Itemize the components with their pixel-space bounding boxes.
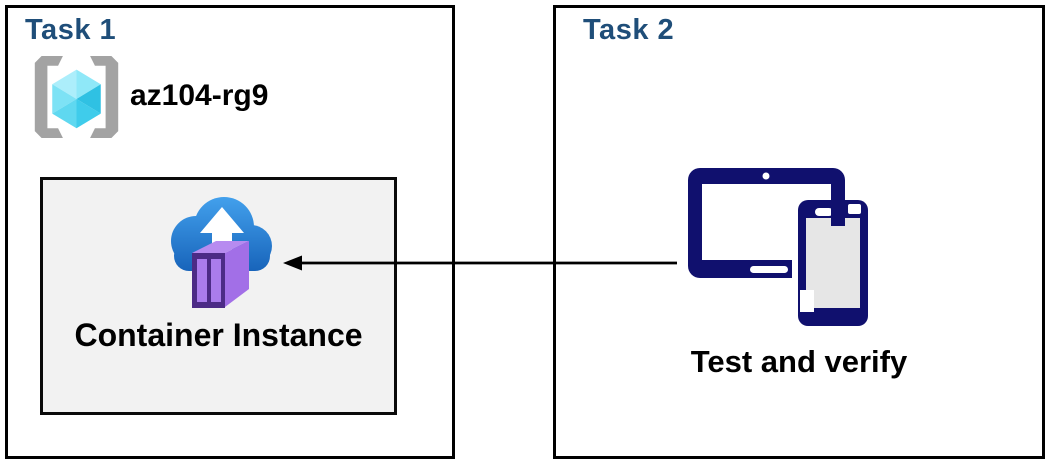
phone-shape xyxy=(792,194,874,332)
container-box-shape xyxy=(191,241,249,308)
upload-arrow xyxy=(199,207,244,257)
container-instance-icon xyxy=(170,197,272,308)
resource-group-icon xyxy=(34,56,119,138)
arrowhead-left xyxy=(283,255,302,271)
task1-box: Task 1 az104-rg9 xyxy=(5,5,455,459)
flow-arrow xyxy=(283,255,677,271)
devices-icon xyxy=(688,168,874,332)
task1-title: Task 1 xyxy=(25,14,117,46)
resource-group-name: az104-rg9 xyxy=(130,79,269,112)
task2-title: Task 2 xyxy=(583,14,675,46)
task2-box: Task 2 Test and verify xyxy=(553,5,1045,459)
container-instance-box: Container Instance xyxy=(40,177,397,415)
container-instance-label: Container Instance xyxy=(74,317,363,353)
test-and-verify-label: Test and verify xyxy=(690,344,908,379)
